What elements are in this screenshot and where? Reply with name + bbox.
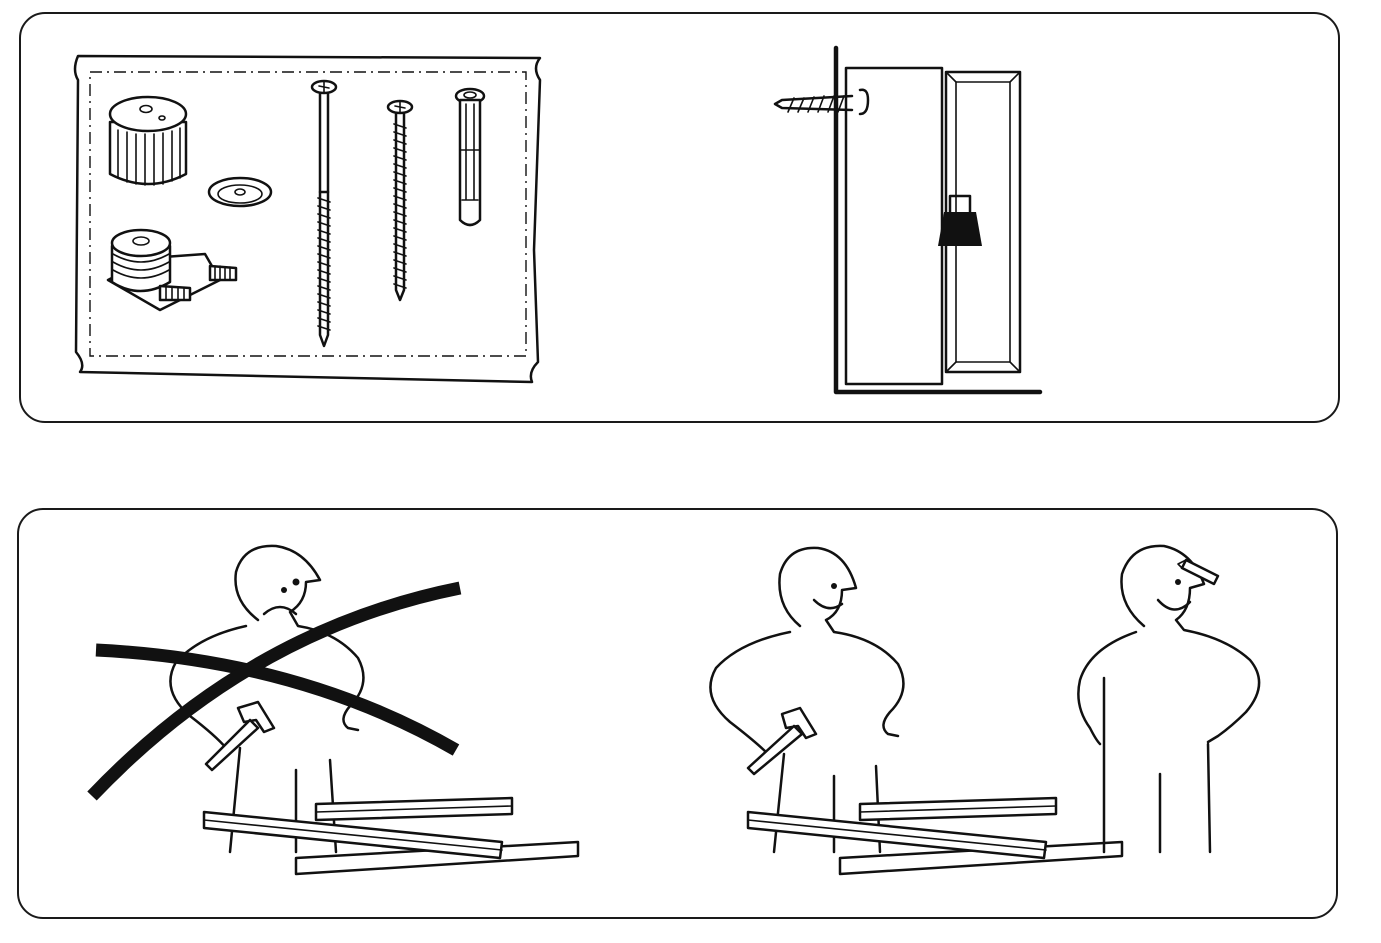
hammer-icon — [746, 706, 818, 776]
hammer-icon — [204, 700, 276, 772]
cross-out-icon — [87, 581, 462, 801]
hardware-bag — [73, 54, 542, 384]
cabinet-icon — [844, 66, 944, 386]
screw-into-wall-icon — [773, 88, 870, 116]
hardware-panel — [19, 12, 1340, 423]
wall-icon — [833, 45, 1043, 395]
helper-person-icon — [1077, 544, 1261, 854]
happy-person-icon — [709, 546, 905, 854]
pencil-icon — [1177, 558, 1220, 586]
cam-fitting-icon — [106, 228, 238, 312]
boards-icon — [746, 796, 1124, 876]
cap-knob-icon — [108, 95, 188, 186]
boards-icon — [202, 796, 580, 876]
wall-plug-icon — [454, 87, 486, 227]
washer-icon — [207, 176, 273, 208]
padlock-icon — [938, 194, 982, 246]
long-screw-icon — [310, 79, 338, 348]
short-screw-icon — [386, 99, 414, 302]
